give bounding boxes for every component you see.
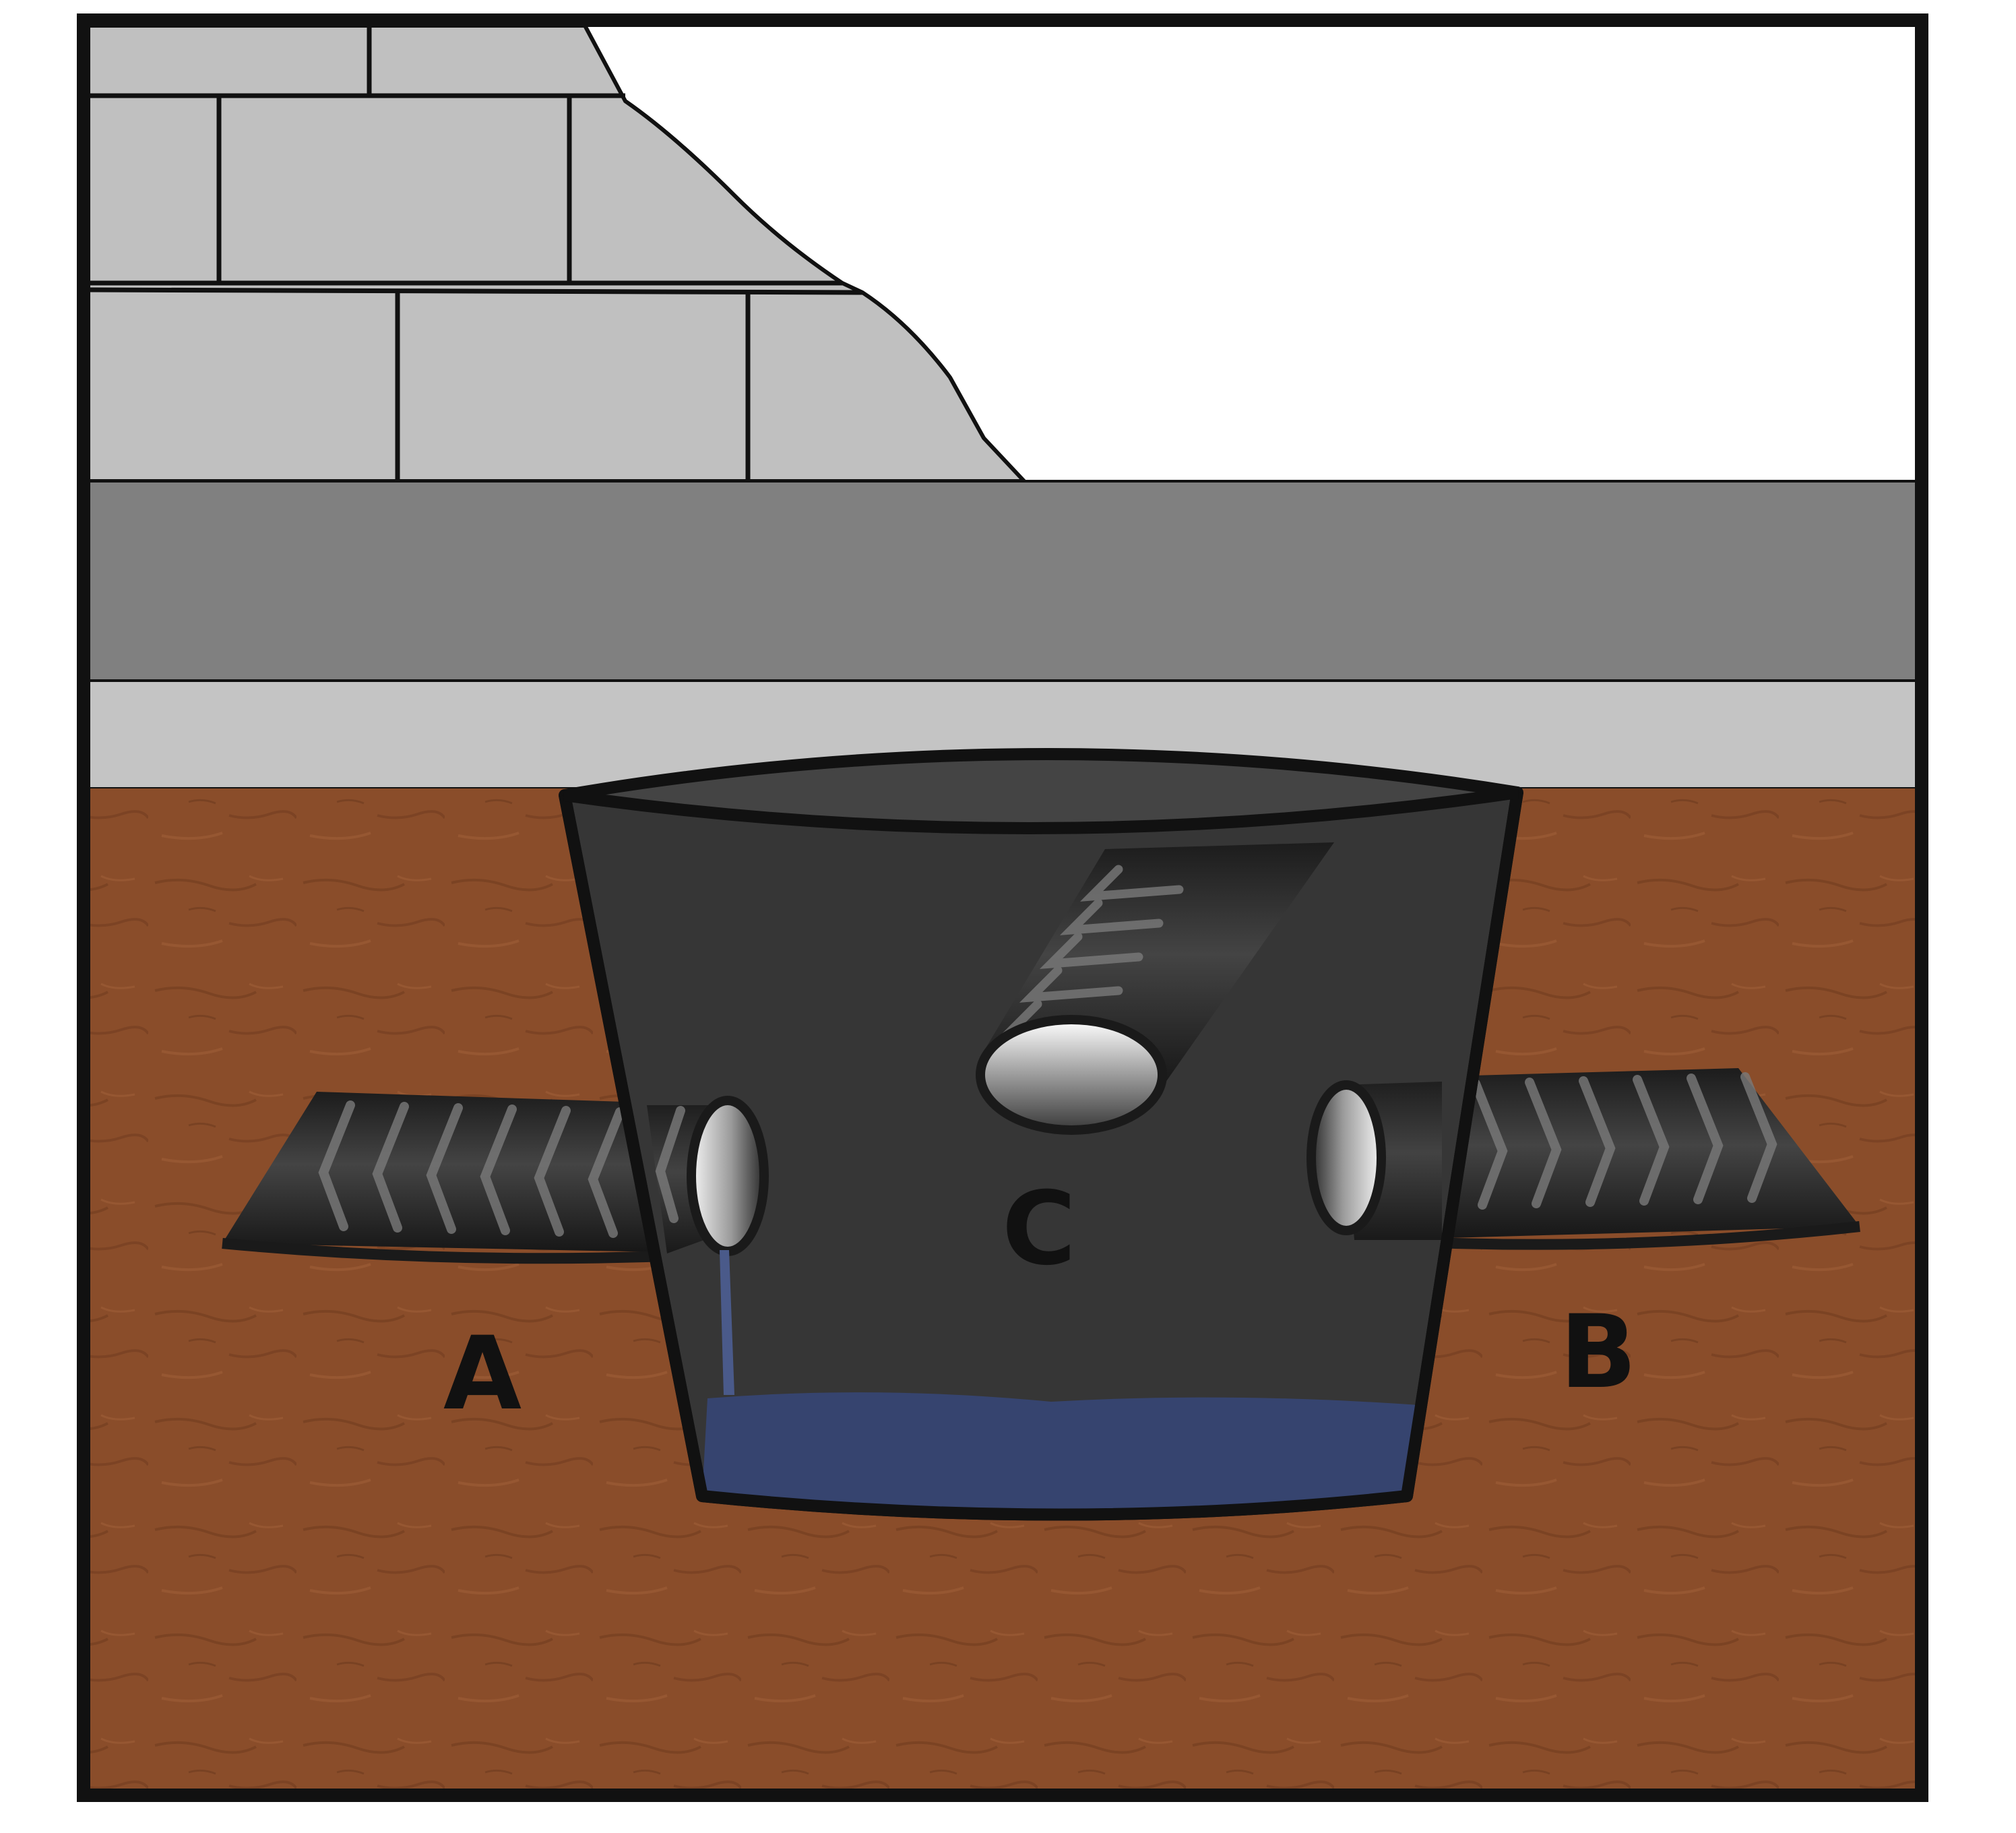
diagram-frame (77, 13, 1928, 1802)
pipe-c-opening (976, 1015, 1167, 1135)
brick-wall-icon (86, 26, 1029, 483)
label-a: A (443, 1315, 522, 1433)
pipe-b-opening (1306, 1080, 1386, 1235)
label-b: B (1560, 1294, 1637, 1411)
corrugated-pipe-icon (1374, 1068, 1860, 1250)
corrugated-pipe-icon (222, 1092, 728, 1264)
sump-basin-icon (559, 748, 1523, 1521)
water-stream (720, 1250, 734, 1395)
water-icon (702, 1392, 1419, 1515)
floor-slab (86, 480, 1919, 682)
basin-rim (563, 748, 1519, 834)
label-c: C (1002, 1171, 1076, 1288)
pipe-a-opening (687, 1096, 769, 1256)
